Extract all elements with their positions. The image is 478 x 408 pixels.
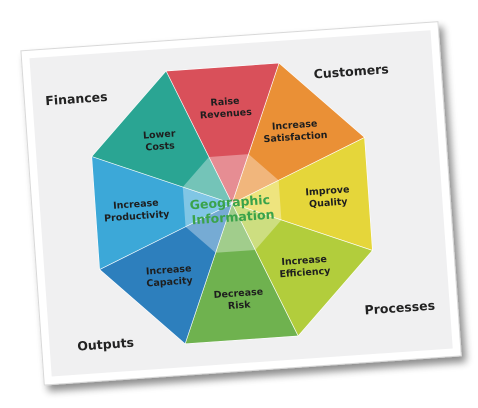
segment-label: ImproveQuality (305, 184, 351, 210)
segment-label-line: Capacity (146, 275, 194, 289)
segment-label: LowerCosts (143, 128, 177, 153)
segment-label-line: Increase (146, 263, 192, 277)
segment-label-line: Costs (145, 140, 175, 153)
segment-label: IncreaseEfficiency (278, 254, 331, 281)
segment-label-line: Improve (305, 184, 350, 198)
segment-label-line: Efficiency (279, 266, 331, 281)
segment-label: IncreaseSatisfaction (262, 118, 328, 145)
segment-label: IncreaseCapacity (145, 263, 194, 289)
corner-label-finances: Finances (45, 89, 108, 108)
segment-label-line: Decrease (213, 287, 263, 301)
corner-label-processes: Processes (364, 298, 435, 318)
center-hub (182, 154, 282, 253)
segment-label-line: Satisfaction (263, 130, 328, 145)
segment-label-line: Quality (309, 196, 349, 210)
segment-label-line: Risk (228, 299, 252, 312)
corner-label-outputs: Outputs (77, 335, 135, 354)
segment-label-line: Increase (113, 198, 159, 212)
segment-label-line: Raise (210, 96, 240, 109)
corner-label-customers: Customers (313, 61, 389, 81)
center-label: Geographic Information (189, 192, 276, 228)
segment-labels: RaiseRevenuesIncreaseSatisfactionImprove… (103, 95, 351, 313)
segment-label: DecreaseRisk (213, 287, 264, 313)
center-label-line-2: Information (191, 207, 275, 228)
segment-label: RaiseRevenues (199, 95, 253, 122)
segment-label: IncreaseProductivity (103, 197, 171, 225)
segment-label-line: Increase (272, 118, 318, 132)
segment-wedge (91, 70, 233, 205)
segment-label-line: Lower (143, 128, 176, 141)
octagon-diagram (91, 62, 373, 345)
segment-label-line: Increase (281, 254, 327, 268)
center-label-line-1: Geographic (189, 192, 270, 213)
segment-label-line: Productivity (104, 209, 171, 225)
segment-label-line: Revenues (200, 107, 253, 122)
